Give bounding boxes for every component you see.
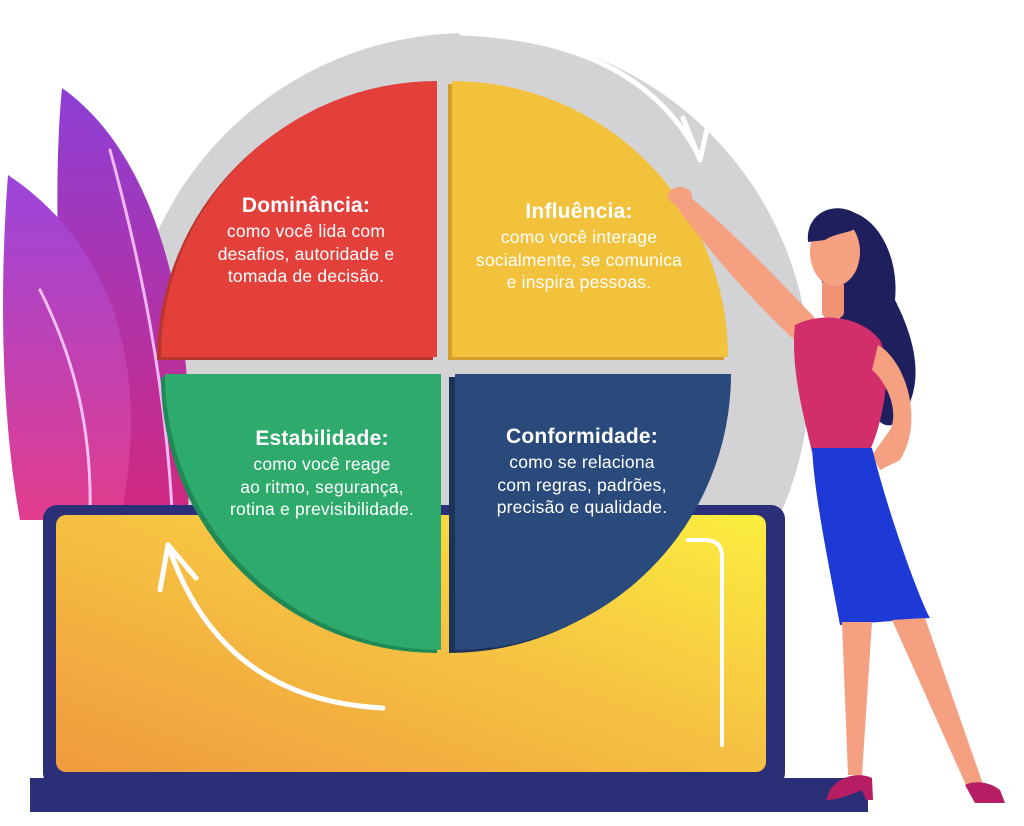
- quadrant-influencia-text: Influência: como você interage socialmen…: [444, 198, 714, 294]
- monitor-base: [30, 778, 868, 812]
- quadrant-line: socialmente, se comunica: [475, 249, 683, 270]
- quadrant-line: como você lida com: [226, 221, 386, 241]
- quadrant-estabilidade-text: Estabilidade: como você reage ao ritmo, …: [192, 425, 452, 521]
- quadrant-line: desafios, autoridade e: [217, 243, 395, 264]
- quadrant-line: e inspira pessoas.: [506, 272, 652, 292]
- decorative-leaves: [3, 88, 190, 520]
- quadrant-title: Dominância:: [241, 194, 371, 217]
- quadrant-line: precisão e qualidade.: [496, 497, 668, 517]
- quadrant-line: tomada de decisão.: [227, 266, 385, 286]
- quadrant-estabilidade: [165, 374, 441, 650]
- quadrant-title: Influência:: [525, 200, 633, 223]
- quadrant-conformidade-text: Conformidade: como se relaciona com regr…: [462, 423, 702, 519]
- quadrant-conformidade: [455, 374, 731, 650]
- quadrant-line: como você interage: [500, 227, 658, 247]
- quadrant-line: ao ritmo, segurança,: [240, 476, 404, 497]
- quadrant-line: com regras, padrões,: [497, 474, 667, 495]
- quadrant-line: como se relaciona: [509, 452, 655, 472]
- curved-arrow-clockwise-icon: [459, 30, 713, 163]
- quadrant-line: como você reage: [253, 454, 391, 474]
- woman-figure: [668, 187, 1005, 803]
- quadrant-dominancia: [161, 81, 437, 357]
- quadrant-dominancia-text: Dominância: como você lida com desafios,…: [186, 192, 426, 288]
- quadrant-title: Conformidade:: [506, 425, 658, 448]
- quadrant-title: Estabilidade:: [255, 427, 389, 450]
- curved-arrow-up-icon: [157, 542, 386, 711]
- quadrant-line: rotina e previsibilidade.: [230, 499, 414, 519]
- quadrant-influencia: [452, 81, 728, 357]
